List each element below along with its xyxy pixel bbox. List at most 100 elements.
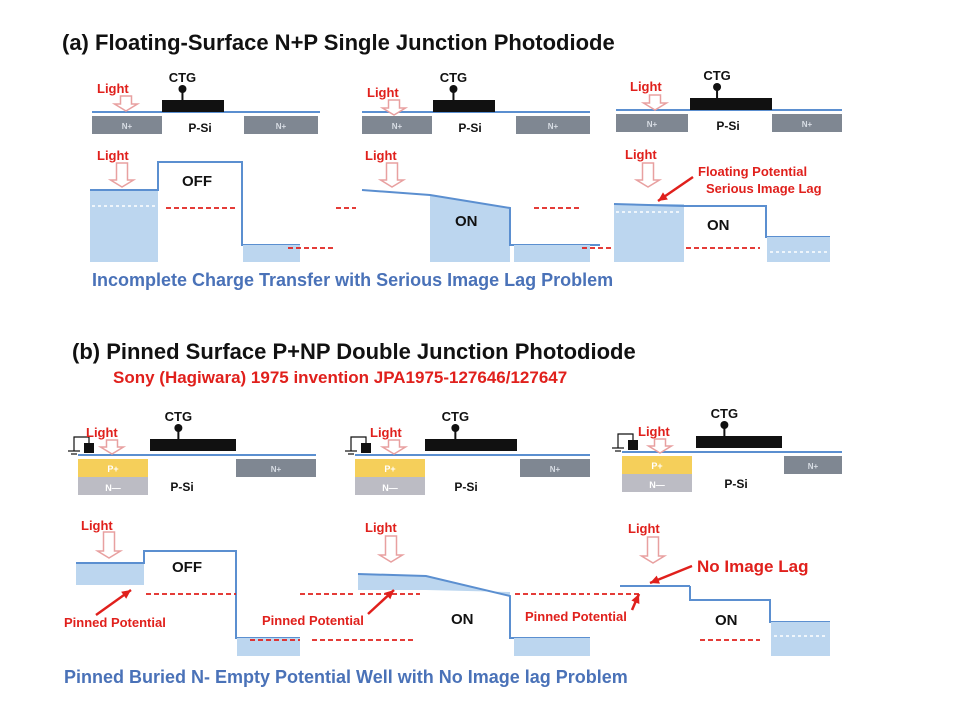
light-arrow-icon <box>645 438 675 454</box>
pinned-potential-label: Pinned Potential <box>262 613 364 628</box>
light-label: Light <box>365 148 397 163</box>
state-on-label: ON <box>715 612 738 629</box>
ctg-label: CTG <box>440 70 467 85</box>
serious-image-lag-note: Serious Image Lag <box>706 181 822 196</box>
light-label: Light <box>367 85 399 100</box>
section-a-title: (a) Floating-Surface N+P Single Junction… <box>62 30 615 55</box>
floating-diffusion-well <box>514 638 590 656</box>
light-label: Light <box>365 520 397 535</box>
floating-potential-note: Floating Potential <box>698 164 807 179</box>
floating-diffusion-well <box>243 245 300 262</box>
light-arrow-icon <box>379 99 409 116</box>
p-plus-label: P+ <box>384 464 395 474</box>
n-minus-label: N— <box>382 483 398 493</box>
state-off-label: OFF <box>172 559 202 576</box>
n-plus-label: N+ <box>271 465 282 474</box>
ctg-contact-dot <box>178 85 187 93</box>
ctg-label: CTG <box>165 409 192 424</box>
photodiode-well <box>362 190 510 262</box>
n-minus-label: N— <box>649 480 665 490</box>
floating-diffusion-well <box>771 622 830 656</box>
ground-wire <box>73 436 90 451</box>
light-arrow-icon <box>377 162 407 188</box>
p-plus-label: P+ <box>107 464 118 474</box>
light-label: Light <box>86 425 118 440</box>
potential-profile <box>689 586 830 623</box>
light-arrow-icon <box>638 536 668 564</box>
n-plus-region <box>244 116 318 134</box>
p-si-label: P-Si <box>170 480 193 494</box>
ctg-label: CTG <box>442 409 469 424</box>
ctg-gate-electrode <box>150 439 236 451</box>
n-plus-label: N+ <box>647 120 658 129</box>
floating-diffusion-well <box>514 245 590 262</box>
light-label: Light <box>630 79 662 94</box>
p-plus-label: P+ <box>651 461 662 471</box>
n-plus-region <box>92 116 162 134</box>
red-pointer-arrow-head <box>658 192 668 201</box>
n-plus-label: N+ <box>392 122 403 131</box>
p-si-label: P-Si <box>454 480 477 494</box>
light-label: Light <box>628 521 660 536</box>
photodiode-well <box>358 574 510 596</box>
p-si-label: P-Si <box>458 121 481 135</box>
ctg-contact-dot <box>174 424 183 432</box>
light-label: Light <box>370 425 402 440</box>
ctg-gate-electrode <box>425 439 517 451</box>
ground-contact <box>84 443 94 453</box>
state-on-label: ON <box>455 213 478 230</box>
ground-contact <box>361 443 371 453</box>
light-arrow-icon <box>633 162 663 188</box>
red-pointer-arrow-head <box>121 590 131 599</box>
floating-diffusion-well <box>237 638 300 656</box>
section-b-title: (b) Pinned Surface P+NP Double Junction … <box>72 339 636 364</box>
n-minus-label: N— <box>105 483 121 493</box>
no-image-lag-note: No Image Lag <box>697 557 808 576</box>
ground-contact <box>628 440 638 450</box>
ctg-label: CTG <box>703 68 730 83</box>
photodiode-well <box>90 190 158 262</box>
ctg-label: CTG <box>711 406 738 421</box>
red-pointer-arrow-head <box>384 590 394 600</box>
p-si-label: P-Si <box>724 477 747 491</box>
p-plus-region <box>622 456 692 474</box>
ctg-gate-electrode <box>690 98 772 110</box>
n-plus-region <box>784 456 842 474</box>
n-plus-label: N+ <box>122 122 133 131</box>
red-pointer-arrow-head <box>631 594 640 604</box>
ground-wire <box>350 436 367 451</box>
light-label: Light <box>97 81 129 96</box>
n-plus-region <box>236 459 316 477</box>
p-si-label: P-Si <box>716 119 739 133</box>
ctg-contact-dot <box>451 424 460 432</box>
n-minus-region <box>78 477 148 495</box>
p-plus-region <box>355 459 425 477</box>
light-arrow-icon <box>379 439 409 455</box>
light-label: Light <box>625 147 657 162</box>
ctg-label: CTG <box>169 70 196 85</box>
ctg-contact-dot <box>713 83 722 91</box>
n-minus-region <box>355 477 425 495</box>
pinned-potential-label: Pinned Potential <box>525 609 627 624</box>
n-plus-label: N+ <box>802 120 813 129</box>
n-plus-label: N+ <box>550 465 561 474</box>
state-off-label: OFF <box>182 173 212 190</box>
light-arrow-icon <box>94 531 124 559</box>
floating-diffusion-well <box>767 237 830 262</box>
light-label: Light <box>638 424 670 439</box>
ctg-gate-electrode <box>433 100 495 112</box>
n-plus-label: N+ <box>548 122 559 131</box>
red-pointer-arrow-head <box>650 575 660 584</box>
n-plus-region <box>616 114 688 132</box>
ctg-contact-dot <box>449 85 458 93</box>
p-plus-region <box>78 459 148 477</box>
n-plus-region <box>772 114 842 132</box>
n-plus-label: N+ <box>276 122 287 131</box>
pinned-potential-label: Pinned Potential <box>64 615 166 630</box>
ground-wire <box>617 433 634 448</box>
light-label: Light <box>97 148 129 163</box>
light-arrow-icon <box>97 439 127 455</box>
light-arrow-icon <box>111 95 141 112</box>
ctg-gate-electrode <box>162 100 224 112</box>
